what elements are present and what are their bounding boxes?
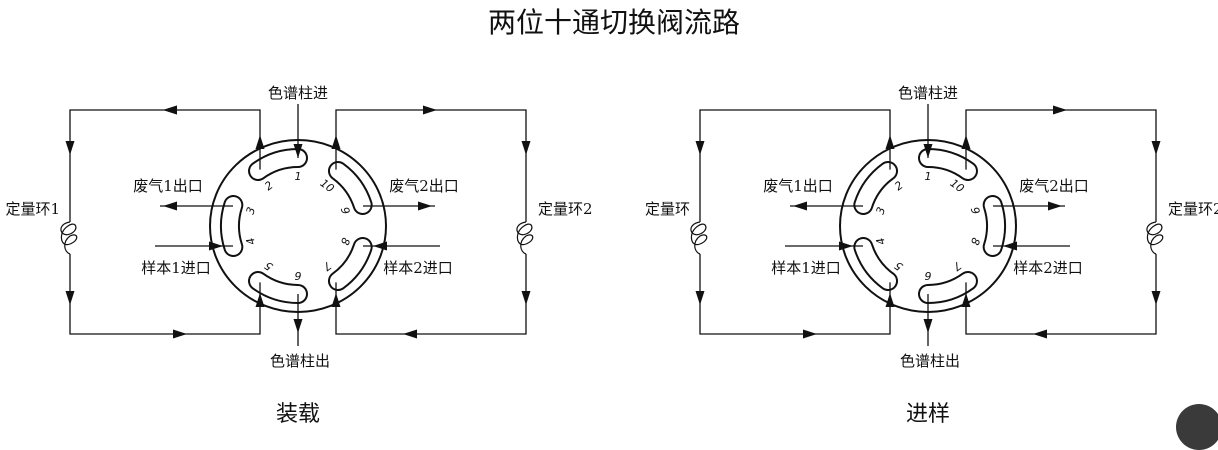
flow-arrow-icon (423, 105, 437, 115)
flow-arrow-icon (839, 241, 853, 251)
sample-loop-coil-icon (1146, 221, 1164, 255)
flow-arrow-icon (793, 201, 807, 211)
port-number: 5 (892, 259, 905, 274)
flow-arrow-icon (695, 291, 705, 305)
flow-arrow-icon (961, 293, 971, 307)
flow-arrow-icon (1151, 291, 1161, 305)
flow-arrow-icon (885, 293, 895, 307)
port-number: 2 (262, 179, 275, 194)
flow-arrow-icon (403, 329, 417, 339)
port-number: 5 (262, 259, 275, 274)
label-waste1-outlet: 废气1出口 (763, 177, 833, 195)
label-loop1: 定量环 (645, 200, 690, 218)
port-number: 3 (874, 205, 889, 216)
label-column-in: 色谱柱进 (268, 84, 328, 102)
port-number: 9 (338, 205, 353, 216)
port-number: 7 (950, 259, 963, 274)
flow-arrow-icon (521, 141, 531, 155)
flow-arrow-icon (885, 135, 895, 149)
flow-arrow-icon (173, 329, 187, 339)
flow-arrow-icon (209, 241, 223, 251)
flow-arrow-icon (255, 293, 265, 307)
flow-arrow-icon (65, 141, 75, 155)
port-number: 4 (874, 236, 889, 247)
flow-arrow-icon (418, 201, 432, 211)
port-number: 8 (338, 236, 353, 247)
label-loop1: 定量环1 (5, 200, 60, 218)
sample-loop-coil-icon (690, 221, 708, 255)
flow-arrow-icon (1053, 105, 1067, 115)
label-waste1-outlet: 废气1出口 (133, 177, 203, 195)
valve-diagram-inject: 12345678910色谱柱进色谱柱出废气1出口废气2出口样本1进口样本2进口定… (163, 84, 1218, 426)
label-sample2-inlet: 样本2进口 (1013, 259, 1083, 277)
label-sample1-inlet: 样本1进口 (141, 259, 211, 277)
label-column-out: 色谱柱出 (270, 352, 330, 370)
flow-arrow-icon (163, 201, 177, 211)
flow-arrow-icon (923, 144, 933, 158)
label-sample1-inlet: 样本1进口 (771, 259, 841, 277)
flow-arrow-icon (293, 144, 303, 158)
label-loop2: 定量环2 (538, 200, 593, 218)
flow-arrow-icon (255, 135, 265, 149)
sample-loop-coil-icon (60, 221, 78, 255)
flow-arrow-icon (163, 105, 177, 115)
flow-arrow-icon (331, 293, 341, 307)
port-number: 1 (295, 170, 302, 183)
flow-arrow-icon (695, 141, 705, 155)
label-loop2: 定量环2 (1168, 200, 1218, 218)
port-number: 6 (925, 269, 932, 282)
port-number: 2 (892, 179, 905, 194)
label-column-out: 色谱柱出 (900, 352, 960, 370)
port-number: 9 (968, 205, 983, 216)
port-number: 7 (320, 259, 333, 274)
port-number: 4 (244, 236, 259, 247)
port-number: 1 (925, 170, 932, 183)
floating-action-button[interactable] (1176, 404, 1218, 450)
flow-arrow-icon (521, 291, 531, 305)
sample-loop-coil-icon (516, 221, 534, 255)
flow-arrow-icon (923, 319, 933, 333)
flow-arrow-icon (373, 241, 387, 251)
label-waste2-outlet: 废气2出口 (389, 177, 459, 195)
flow-arrow-icon (1048, 201, 1062, 211)
page-title: 两位十通切换阀流路 (488, 6, 740, 39)
diagram-caption: 装载 (276, 402, 320, 426)
flow-arrow-icon (65, 291, 75, 305)
diagram-caption: 进样 (906, 402, 950, 426)
label-waste2-outlet: 废气2出口 (1019, 177, 1089, 195)
flow-arrow-icon (331, 135, 341, 149)
flow-arrow-icon (1151, 141, 1161, 155)
label-sample2-inlet: 样本2进口 (383, 259, 453, 277)
valve-diagram-load: 12345678910色谱柱进色谱柱出废气1出口废气2出口样本1进口样本2进口定… (5, 84, 592, 426)
flow-arrow-icon (1003, 241, 1017, 251)
flow-arrow-icon (1033, 329, 1047, 339)
port-number: 3 (244, 205, 259, 216)
flow-arrow-icon (803, 329, 817, 339)
flow-diagram: 两位十通切换阀流路 12345678910色谱柱进色谱柱出废气1出口废气2出口样… (5, 6, 1218, 426)
flow-arrow-icon (961, 135, 971, 149)
port-number: 8 (968, 236, 983, 247)
flow-arrow-icon (293, 319, 303, 333)
label-column-in: 色谱柱进 (898, 84, 958, 102)
port-number: 6 (295, 269, 302, 282)
